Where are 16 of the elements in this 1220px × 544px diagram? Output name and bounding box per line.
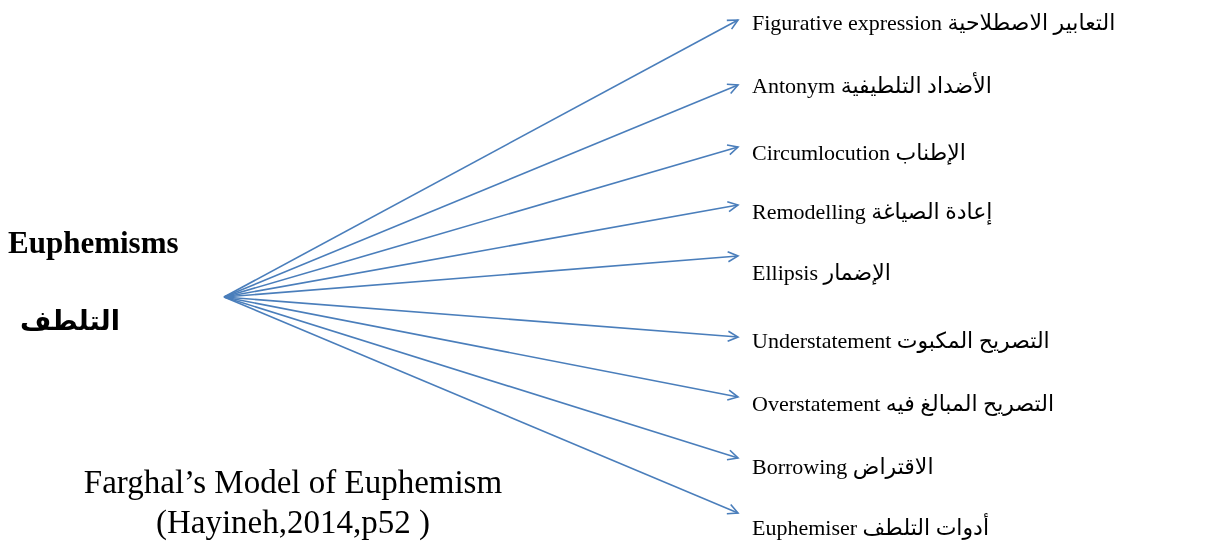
arrow bbox=[223, 19, 739, 298]
term-label: Figurative expression التعابير الاصطلاحية bbox=[752, 10, 1116, 35]
arrow bbox=[223, 296, 739, 515]
arrow bbox=[223, 296, 739, 401]
term-label: Borrowing الاقتراض bbox=[752, 454, 934, 479]
caption: Farghal’s Model of Euphemism (Hayineh,2014,p52 ) bbox=[82, 463, 504, 542]
term-label: Antonym الأضداد التلطيفية bbox=[752, 73, 992, 98]
term-label: Circumlocution الإطناب bbox=[752, 140, 966, 165]
arrow bbox=[223, 144, 739, 298]
arabic-heading-text: التلطف bbox=[20, 305, 120, 336]
term-label: Ellipsis الإضمار bbox=[752, 260, 891, 285]
term-label: Overstatement التصريح المبالغ فيه bbox=[752, 391, 1055, 416]
term-label: Euphemiser أدوات التلطف bbox=[752, 515, 989, 540]
heading-text: Euphemisms bbox=[8, 225, 179, 261]
term-label: Understatement التصريح المكبوت bbox=[752, 328, 1050, 353]
term-label: Remodelling إعادة الصياغة bbox=[752, 199, 993, 224]
